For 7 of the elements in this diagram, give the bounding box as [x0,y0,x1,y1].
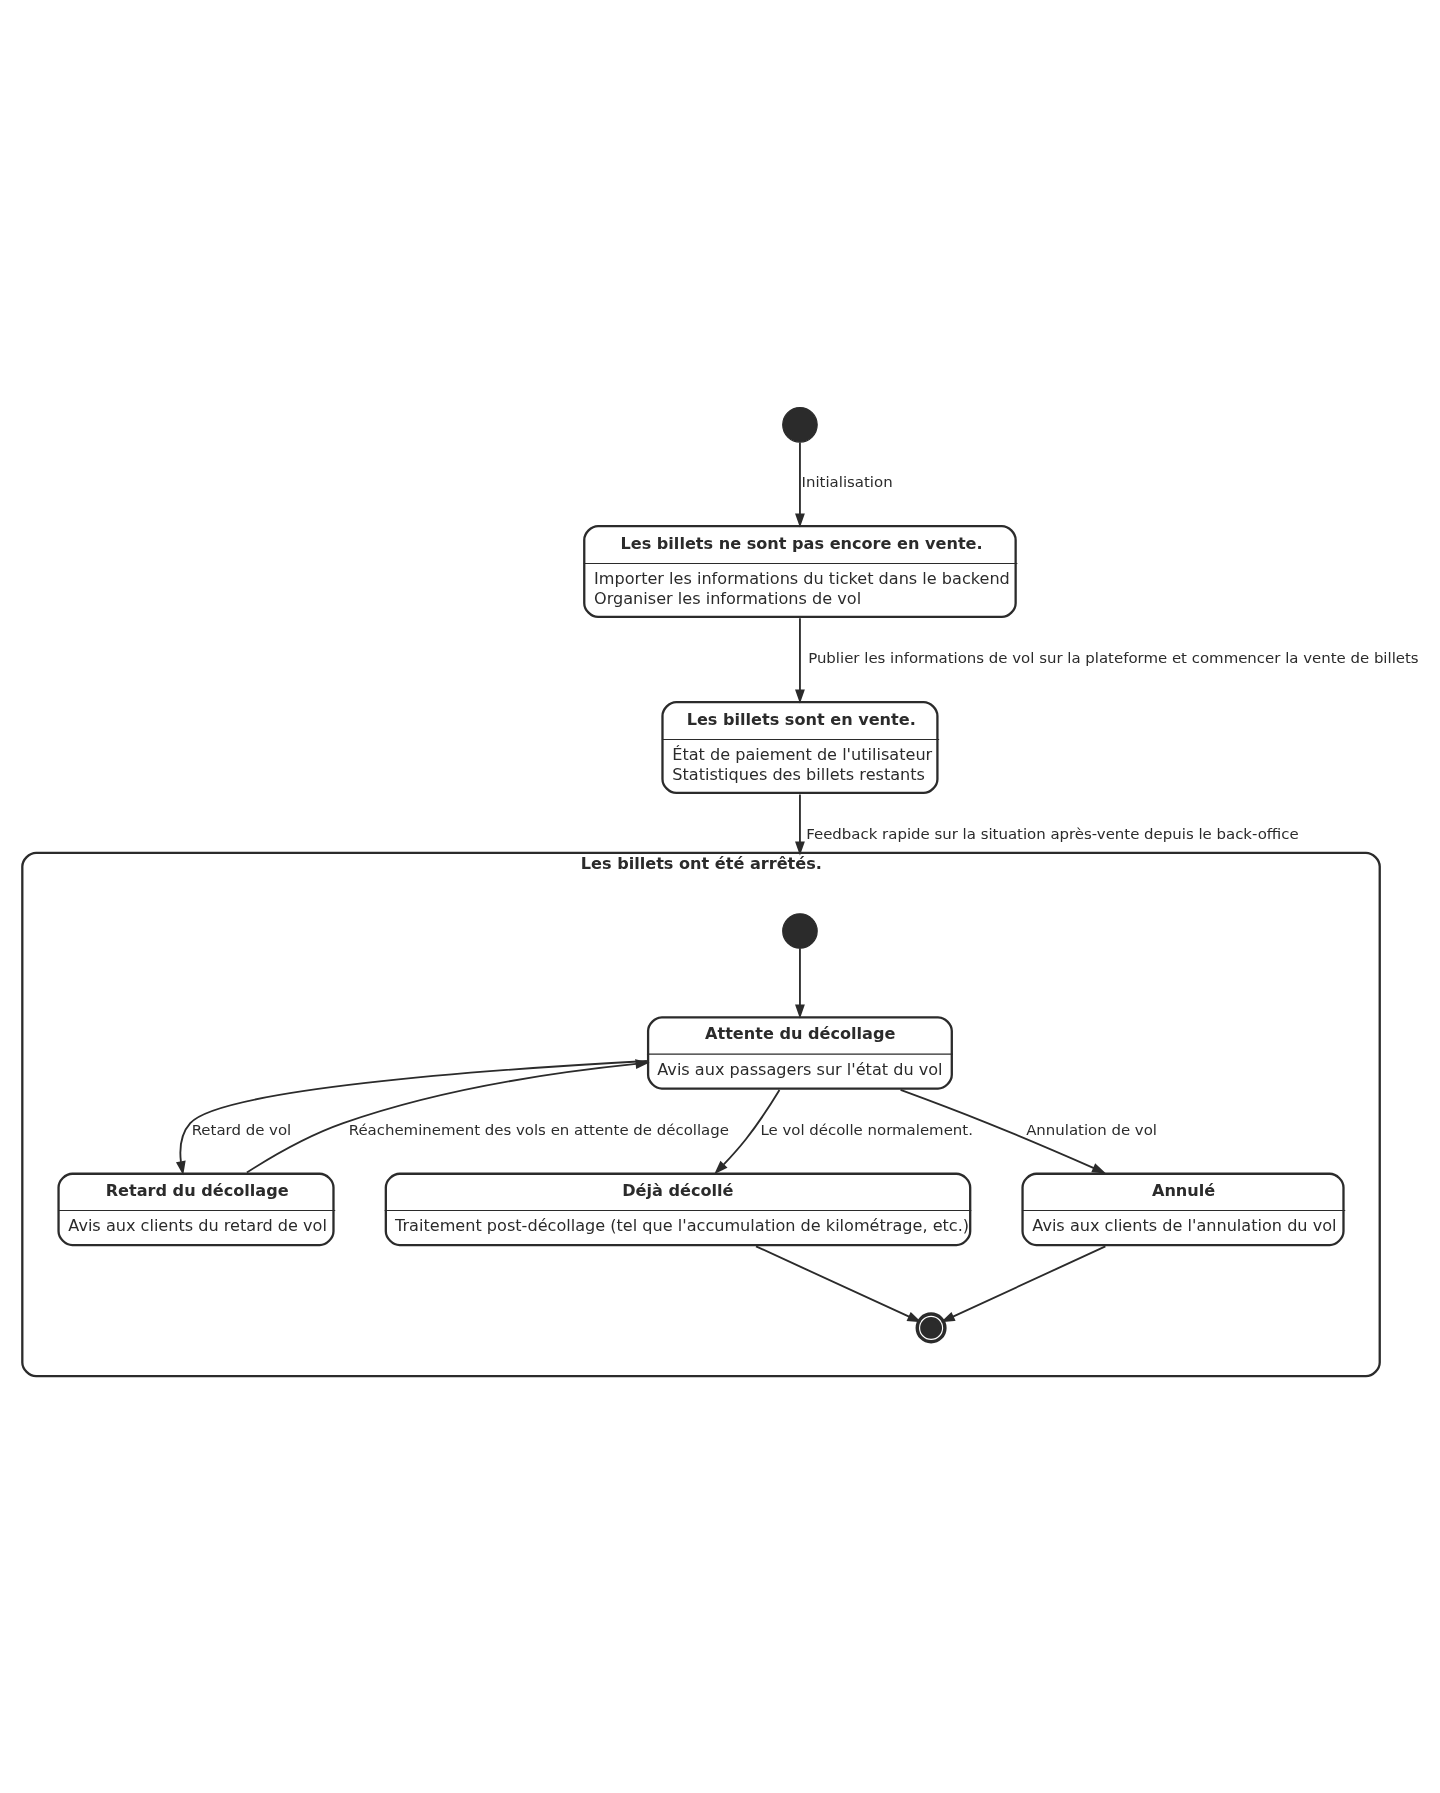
edge-label: Initialisation [801,473,893,492]
edge-label: Réacheminement des vols en attente de décollage [348,1121,729,1140]
edge-label: Feedback rapide sur la situation après-vente depuis le back-office [806,825,1299,844]
edge-label: Le vol décolle normalement. [760,1121,973,1140]
edge-label: Publier les informations de vol sur la plateforme et commencer la vente de billets [808,649,1419,668]
edge-label: Annulation de vol [1026,1121,1157,1140]
edge-label: Retard de vol [191,1121,292,1140]
